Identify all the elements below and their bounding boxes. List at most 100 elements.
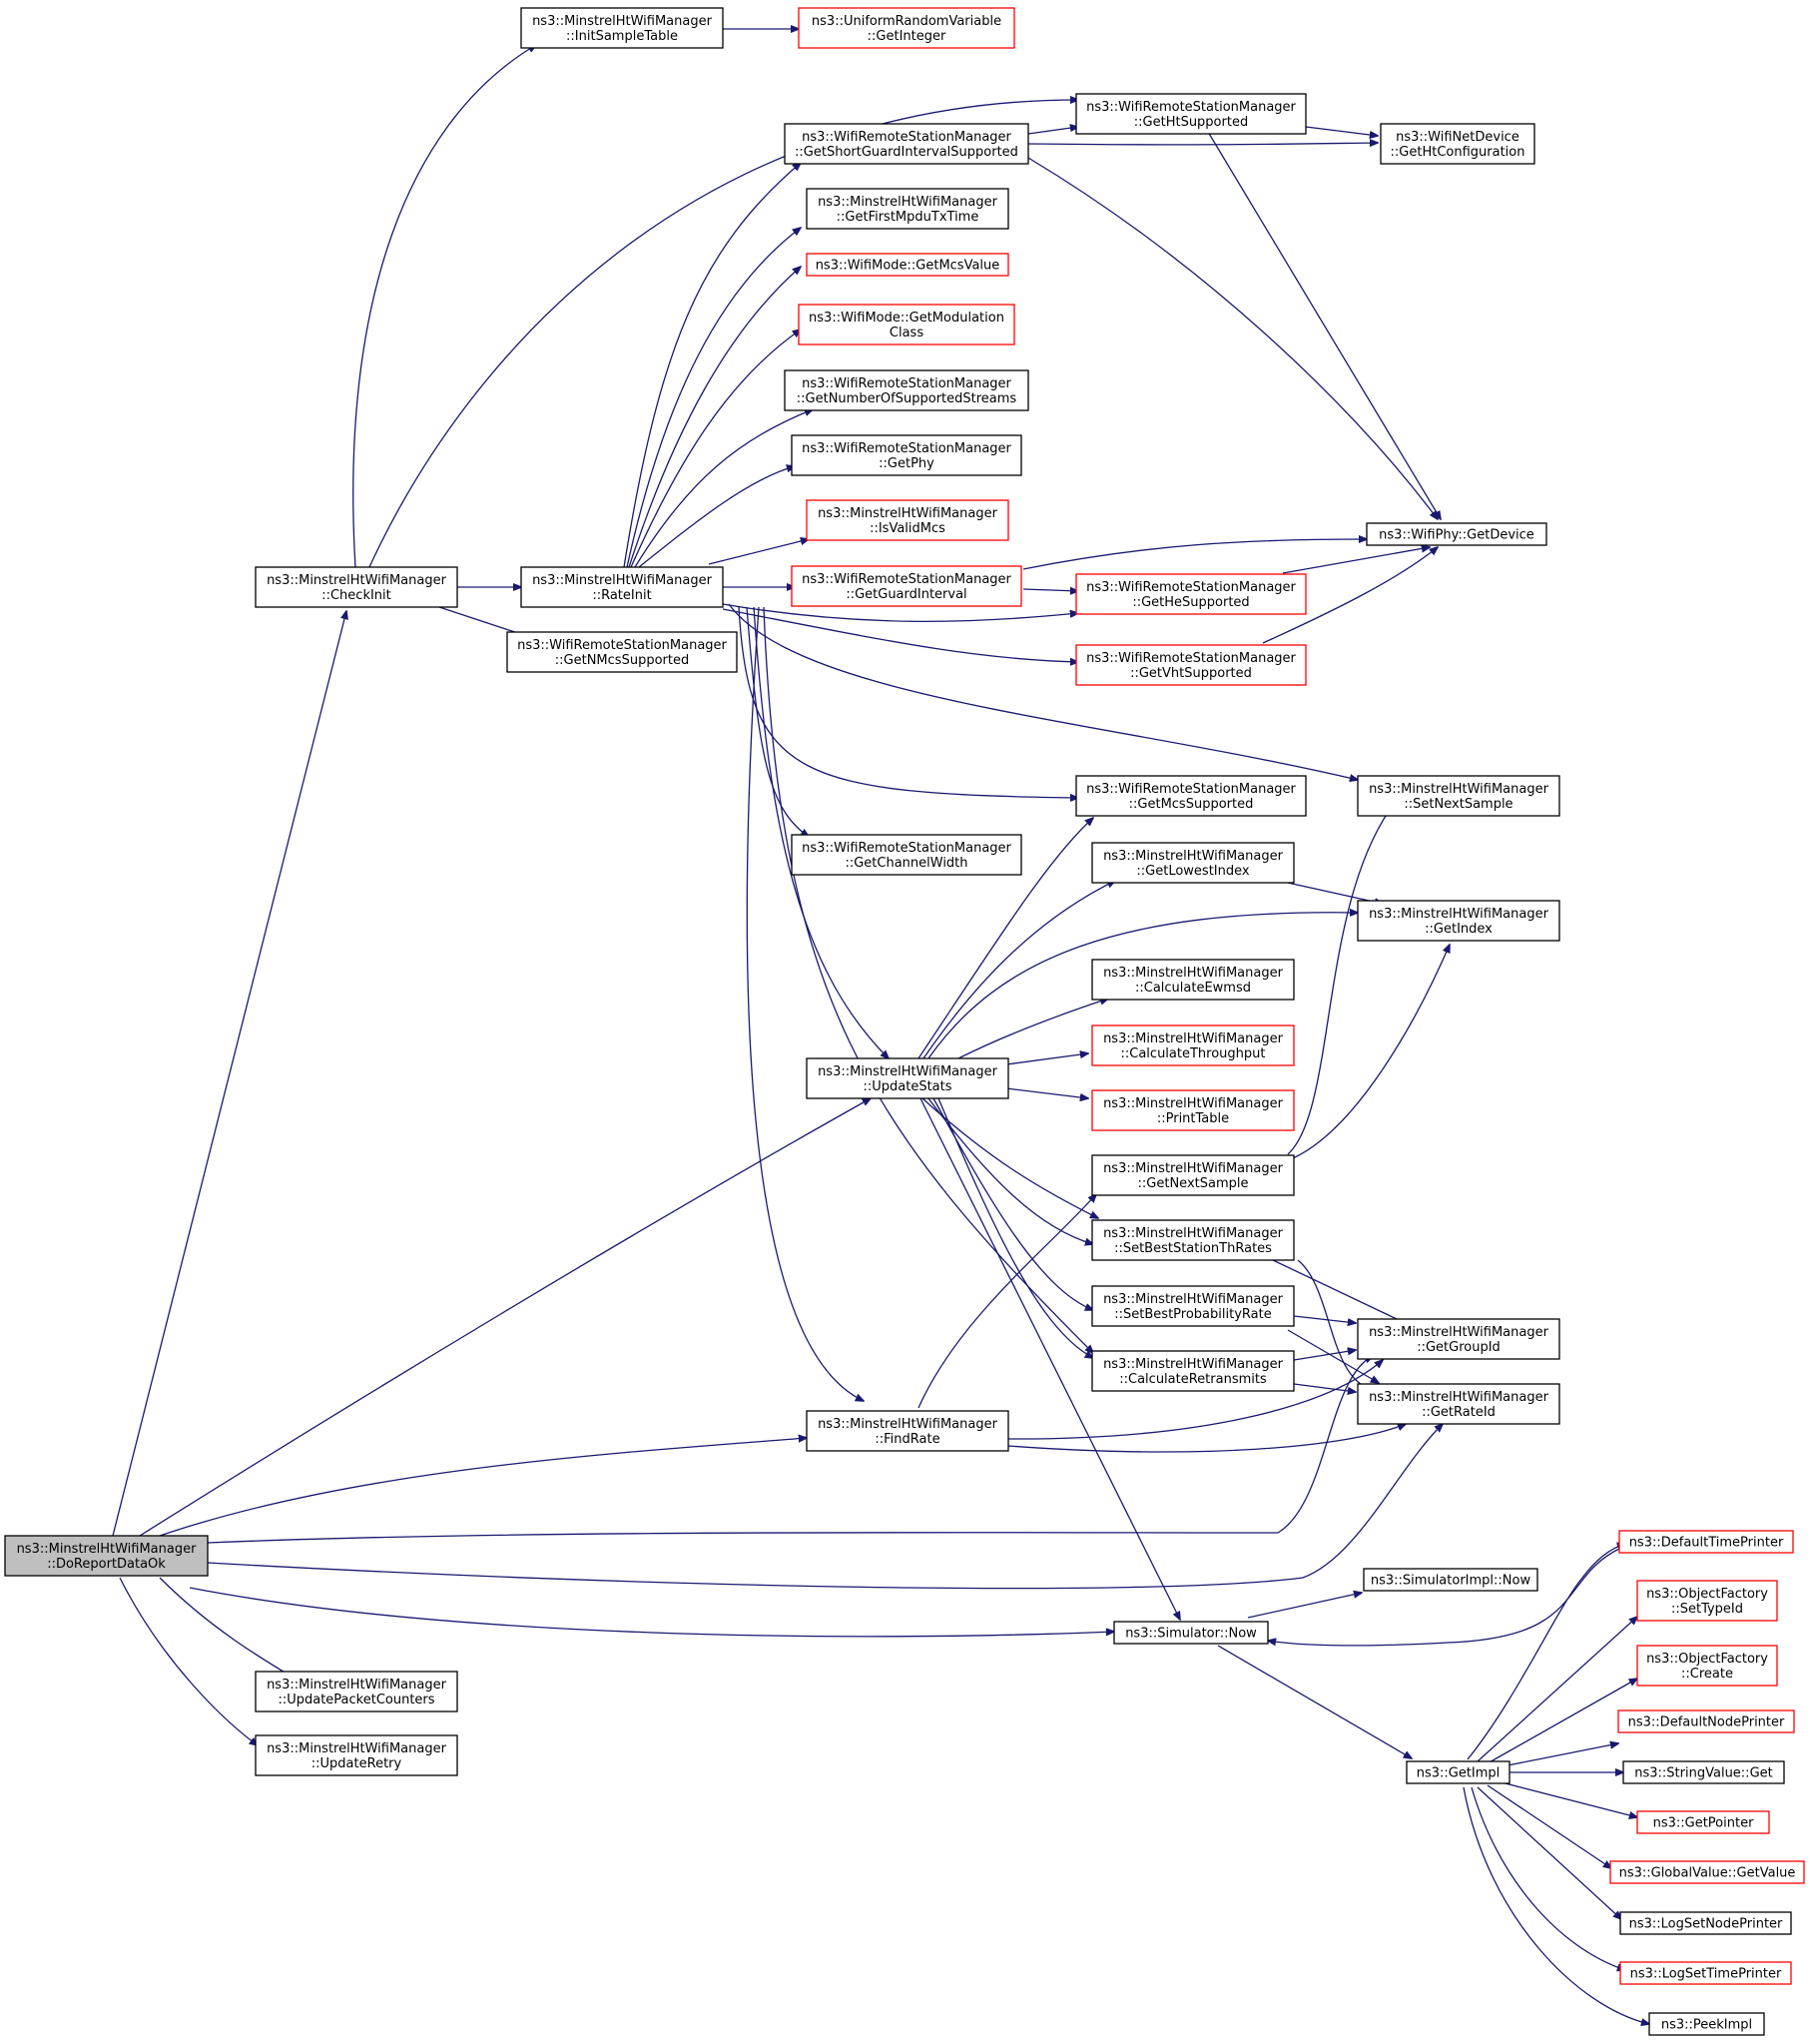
edge bbox=[1507, 1743, 1618, 1766]
node-label: ::SetNextSample bbox=[1404, 797, 1512, 812]
node-box bbox=[1091, 1219, 1295, 1261]
node-box bbox=[784, 369, 1029, 411]
node-getgi[interactable]: ns3::WifiRemoteStationManager::GetGuardI… bbox=[791, 565, 1022, 607]
edge bbox=[937, 1097, 1093, 1358]
node-label: ::InitSampleTable bbox=[566, 29, 678, 44]
node-getfirstmpdu[interactable]: ns3::MinstrelHtWifiManager::GetFirstMpdu… bbox=[806, 188, 1009, 230]
node-getvhtsupported[interactable]: ns3::WifiRemoteStationManager::GetVhtSup… bbox=[1075, 644, 1307, 686]
node-calcthroughput[interactable]: ns3::MinstrelHtWifiManager::CalculateThr… bbox=[1091, 1024, 1295, 1066]
edges-layer bbox=[112, 29, 1649, 2024]
node-peekimpl[interactable]: ns3::PeekImpl bbox=[1648, 2012, 1765, 2036]
node-label: ::PrintTable bbox=[1157, 1111, 1229, 1126]
node-label: ns3::Simulator::Now bbox=[1125, 1627, 1257, 1642]
node-label: ns3::WifiRemoteStationManager bbox=[802, 441, 1011, 456]
node-label: ns3::WifiRemoteStationManager bbox=[1086, 651, 1296, 666]
node-objfactorysettypeid[interactable]: ns3::ObjectFactory::SetTypeId bbox=[1636, 1580, 1778, 1622]
node-updatepacket[interactable]: ns3::MinstrelHtWifiManager::UpdatePacket… bbox=[255, 1671, 458, 1712]
node-checkinit[interactable]: ns3::MinstrelHtWifiManager::CheckInit bbox=[255, 566, 458, 608]
node-calcewmsd[interactable]: ns3::MinstrelHtWifiManager::CalculateEwm… bbox=[1091, 959, 1295, 1001]
edge bbox=[1268, 1547, 1622, 1646]
node-label: ::UpdateStats bbox=[863, 1079, 951, 1094]
edge bbox=[1282, 547, 1430, 574]
node-box bbox=[791, 565, 1022, 607]
node-initsample[interactable]: ns3::MinstrelHtWifiManager::InitSampleTa… bbox=[520, 7, 724, 49]
node-box bbox=[784, 123, 1029, 165]
node-label: ::GetLowestIndex bbox=[1136, 864, 1249, 879]
node-label: ns3::MinstrelHtWifiManager bbox=[267, 1741, 447, 1756]
node-doreport[interactable]: ns3::MinstrelHtWifiManager::DoReportData… bbox=[4, 1535, 209, 1577]
node-getrateid[interactable]: ns3::MinstrelHtWifiManager::GetRateId bbox=[1357, 1383, 1560, 1425]
node-updateretry[interactable]: ns3::MinstrelHtWifiManager::UpdateRetry bbox=[255, 1734, 458, 1776]
node-label: ns3::MinstrelHtWifiManager bbox=[818, 1064, 998, 1079]
node-getdevice[interactable]: ns3::WifiPhy::GetDevice bbox=[1366, 522, 1547, 546]
node-printtable[interactable]: ns3::MinstrelHtWifiManager::PrintTable bbox=[1091, 1089, 1295, 1131]
node-label: ns3::MinstrelHtWifiManager bbox=[1369, 907, 1549, 922]
edge bbox=[919, 1097, 1180, 1620]
node-box bbox=[1357, 775, 1560, 817]
node-box bbox=[255, 1671, 458, 1712]
node-box bbox=[1091, 1089, 1295, 1131]
node-label: ns3::WifiRemoteStationManager bbox=[1086, 782, 1296, 797]
node-defaulttimeprinter[interactable]: ns3::DefaultTimePrinter bbox=[1618, 1530, 1794, 1554]
node-label: ::CalculateRetransmits bbox=[1119, 1372, 1267, 1387]
node-label: ns3::WifiRemoteStationManager bbox=[802, 572, 1011, 587]
edge bbox=[1293, 1383, 1356, 1392]
edge bbox=[1487, 1784, 1611, 1868]
node-label: ::UpdateRetry bbox=[311, 1756, 402, 1771]
edge bbox=[1293, 1350, 1356, 1361]
node-getimpl[interactable]: ns3::GetImpl bbox=[1406, 1760, 1510, 1784]
node-defaultnodeprinter[interactable]: ns3::DefaultNodePrinter bbox=[1617, 1709, 1795, 1733]
node-getindex[interactable]: ns3::MinstrelHtWifiManager::GetIndex bbox=[1357, 900, 1560, 942]
node-getmcssupported[interactable]: ns3::WifiRemoteStationManager::GetMcsSup… bbox=[1075, 775, 1307, 817]
node-label: ns3::WifiPhy::GetDevice bbox=[1379, 528, 1534, 543]
node-getnmcs[interactable]: ns3::WifiRemoteStationManager::GetNMcsSu… bbox=[506, 631, 738, 673]
node-getmcsvalue[interactable]: ns3::WifiMode::GetMcsValue bbox=[806, 253, 1009, 277]
node-findrate[interactable]: ns3::MinstrelHtWifiManager::FindRate bbox=[806, 1410, 1009, 1452]
node-label: ::GetGroupId bbox=[1417, 1340, 1501, 1355]
node-label: ::RateInit bbox=[592, 588, 651, 603]
edge bbox=[368, 100, 1078, 568]
node-box bbox=[1075, 93, 1307, 135]
node-box bbox=[1617, 1709, 1795, 1733]
node-getgroupid[interactable]: ns3::MinstrelHtWifiManager::GetGroupId bbox=[1357, 1318, 1560, 1360]
node-globalvaluegetvalue[interactable]: ns3::GlobalValue::GetValue bbox=[1609, 1860, 1805, 1884]
node-label: ::GetHtSupported bbox=[1134, 115, 1248, 130]
node-label: ::Create bbox=[1681, 1667, 1733, 1682]
node-getphy[interactable]: ns3::WifiRemoteStationManager::GetPhy bbox=[791, 434, 1022, 476]
node-label: ns3::MinstrelHtWifiManager bbox=[1103, 1031, 1284, 1046]
node-getnextsample[interactable]: ns3::MinstrelHtWifiManager::GetNextSampl… bbox=[1091, 1154, 1295, 1196]
node-getinteger[interactable]: ns3::UniformRandomVariable::GetInteger bbox=[798, 7, 1015, 49]
node-setbeststation[interactable]: ns3::MinstrelHtWifiManager::SetBestStati… bbox=[1091, 1219, 1295, 1261]
edge bbox=[1305, 126, 1378, 136]
node-setbestprob[interactable]: ns3::MinstrelHtWifiManager::SetBestProba… bbox=[1091, 1285, 1295, 1327]
node-objfactorycreate[interactable]: ns3::ObjectFactory::Create bbox=[1636, 1645, 1778, 1687]
node-isvalidmcs[interactable]: ns3::MinstrelHtWifiManager::IsValidMcs bbox=[806, 499, 1009, 541]
node-logsettimeprinter[interactable]: ns3::LogSetTimePrinter bbox=[1619, 1961, 1792, 1985]
node-box bbox=[1406, 1760, 1510, 1784]
node-logsetnodeprinter[interactable]: ns3::LogSetNodePrinter bbox=[1619, 1911, 1792, 1935]
node-getnss[interactable]: ns3::WifiRemoteStationManager::GetNumber… bbox=[784, 369, 1029, 411]
node-label: ns3::PeekImpl bbox=[1661, 2018, 1752, 2033]
node-box bbox=[255, 566, 458, 608]
node-setnextsample[interactable]: ns3::MinstrelHtWifiManager::SetNextSampl… bbox=[1357, 775, 1560, 817]
node-getsgi[interactable]: ns3::WifiRemoteStationManager::GetShortG… bbox=[784, 123, 1029, 165]
edge bbox=[1005, 1053, 1088, 1065]
node-gethesupported[interactable]: ns3::WifiRemoteStationManager::GetHeSupp… bbox=[1075, 573, 1307, 615]
node-simimplnow[interactable]: ns3::SimulatorImpl::Now bbox=[1363, 1568, 1538, 1592]
node-label: ns3::WifiNetDevice bbox=[1396, 130, 1519, 145]
node-gethtconfig[interactable]: ns3::WifiNetDevice::GetHtConfiguration bbox=[1380, 123, 1535, 165]
node-simnow[interactable]: ns3::Simulator::Now bbox=[1113, 1621, 1269, 1645]
node-getchannelwidth[interactable]: ns3::WifiRemoteStationManager::GetChanne… bbox=[791, 834, 1022, 876]
node-calcretransmits[interactable]: ns3::MinstrelHtWifiManager::CalculateRet… bbox=[1091, 1350, 1295, 1392]
edge bbox=[630, 330, 801, 568]
node-getlowestindex[interactable]: ns3::MinstrelHtWifiManager::GetLowestInd… bbox=[1091, 842, 1295, 884]
node-getpointer[interactable]: ns3::GetPointer bbox=[1636, 1810, 1770, 1834]
node-gethtsupported[interactable]: ns3::WifiRemoteStationManager::GetHtSupp… bbox=[1075, 93, 1307, 135]
node-label: ::FindRate bbox=[875, 1432, 939, 1447]
edge bbox=[722, 603, 1078, 622]
node-label: ::CheckInit bbox=[321, 588, 391, 603]
node-stringvalueget[interactable]: ns3::StringValue::Get bbox=[1622, 1760, 1785, 1784]
node-rateinit[interactable]: ns3::MinstrelHtWifiManager::RateInit bbox=[520, 566, 724, 608]
node-updatestats[interactable]: ns3::MinstrelHtWifiManager::UpdateStats bbox=[806, 1057, 1009, 1099]
